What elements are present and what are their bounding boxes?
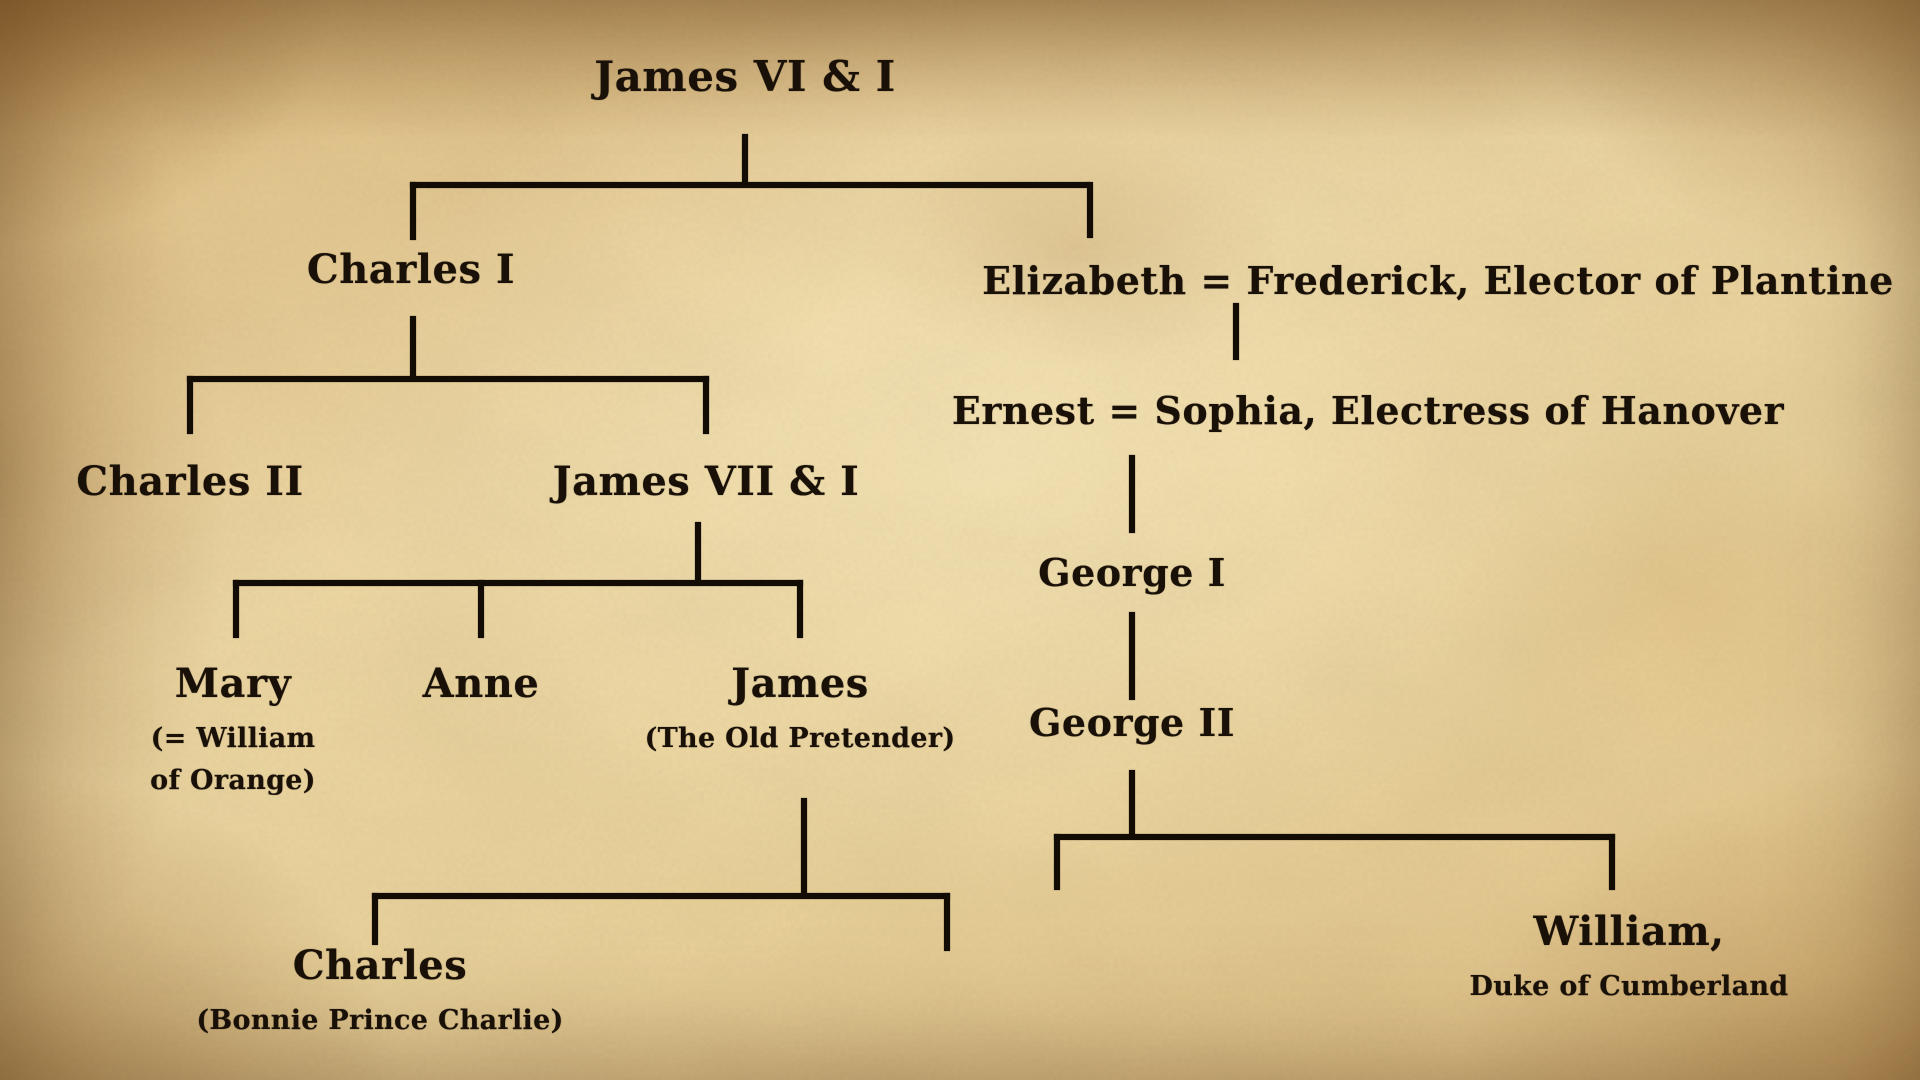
node-sublabel-line1: (= William — [150, 723, 316, 754]
connector-drop-charles-ii — [187, 376, 193, 434]
node-mary: Mary (= William of Orange) — [150, 660, 316, 802]
node-label: George I — [1038, 550, 1226, 595]
connector-drop-george-ii-child — [1054, 834, 1060, 890]
node-label: George II — [1028, 700, 1236, 745]
connector-drop-william — [1609, 834, 1615, 890]
node-charles-i: Charles I — [307, 246, 515, 294]
connector-drop-james-old-pretender — [797, 580, 803, 638]
connector-drop-anne — [478, 580, 484, 638]
connector-ernest-stem — [1129, 455, 1135, 533]
node-sublabel: Duke of Cumberland — [1469, 971, 1789, 1002]
node-label: Elizabeth = Frederick, Elector of Planti… — [982, 258, 1894, 303]
node-label: Charles — [292, 942, 468, 989]
node-elizabeth-frederick: Elizabeth = Frederick, Elector of Planti… — [982, 258, 1894, 304]
connector-old-pretender-children-bar — [372, 893, 950, 899]
connector-george-ii-children-bar — [1054, 834, 1615, 840]
connector-james-vii-children-bar — [233, 580, 803, 586]
node-william-cumberland: William, Duke of Cumberland — [1470, 908, 1789, 1008]
node-sublabel: (= William of Orange) — [150, 718, 316, 802]
node-label: Charles I — [306, 246, 516, 293]
connector-george-i-stem — [1129, 612, 1135, 700]
connector-drop-mary — [233, 580, 239, 638]
connector-james-vi-children-bar — [410, 182, 1090, 188]
node-label: Ernest = Sophia, Electress of Hanover — [951, 388, 1785, 433]
node-james-vii-and-i: James VII & I — [553, 458, 860, 506]
connector-james-vi-stem — [742, 134, 748, 186]
connector-old-pretender-stem — [801, 798, 807, 897]
connector-george-ii-stem — [1129, 770, 1135, 838]
node-sublabel-line2: of Orange) — [150, 764, 316, 796]
node-label: James VI & I — [594, 52, 896, 101]
node-label: Mary — [174, 660, 292, 707]
node-label: James — [731, 660, 869, 707]
connector-drop-james-vii — [703, 376, 709, 434]
node-james-vi-and-i: James VI & I — [594, 52, 896, 102]
node-charles-ii: Charles II — [76, 458, 303, 506]
connector-james-vii-stem — [695, 522, 701, 584]
connector-drop-charles-i — [410, 182, 416, 240]
node-label: James VII & I — [552, 458, 860, 505]
connector-drop-charles-bonnie — [372, 893, 378, 945]
connector-charles-i-children-bar — [187, 376, 709, 382]
node-george-i: George I — [1038, 550, 1226, 596]
node-label: William, — [1533, 908, 1725, 955]
connector-drop-elizabeth — [1087, 182, 1093, 238]
node-george-ii: George II — [1029, 700, 1235, 746]
connector-charles-i-stem — [410, 316, 416, 380]
node-label: Charles II — [76, 458, 304, 505]
node-james-old-pretender: James (The Old Pretender) — [645, 660, 956, 760]
node-charles-bonnie-prince: Charles (Bonnie Prince Charlie) — [196, 942, 563, 1042]
node-ernest-sophia: Ernest = Sophia, Electress of Hanover — [952, 388, 1784, 434]
node-anne: Anne — [423, 660, 540, 708]
node-label: Anne — [422, 660, 540, 707]
connector-elizabeth-stem — [1233, 303, 1239, 360]
connector-drop-old-pretender-child — [944, 893, 950, 951]
node-sublabel: (The Old Pretender) — [644, 723, 956, 754]
node-sublabel: (Bonnie Prince Charlie) — [196, 1005, 564, 1036]
